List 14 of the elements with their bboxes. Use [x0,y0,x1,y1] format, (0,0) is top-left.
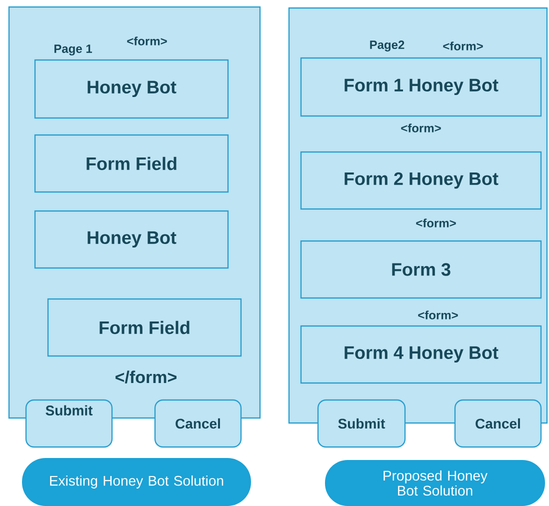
button: Submit [25,399,113,448]
form-box: Form 3 [300,240,542,299]
form-box: Honey Bot [34,59,229,119]
form-box: Honey Bot [34,210,229,269]
form-box: Form Field [34,134,229,193]
form-box: Form 1 Honey Bot [300,57,542,117]
form-box: Form 2 Honey Bot [300,151,542,210]
caption-pill: Proposed Honey Bot Solution [325,460,545,506]
form-box: Form 4 Honey Bot [300,325,542,384]
caption-pill: Existing Honey Bot Solution [22,458,251,506]
button: Cancel [454,399,542,448]
button: Submit [317,399,406,448]
button: Cancel [154,399,242,448]
form-box: Form Field [47,298,242,357]
